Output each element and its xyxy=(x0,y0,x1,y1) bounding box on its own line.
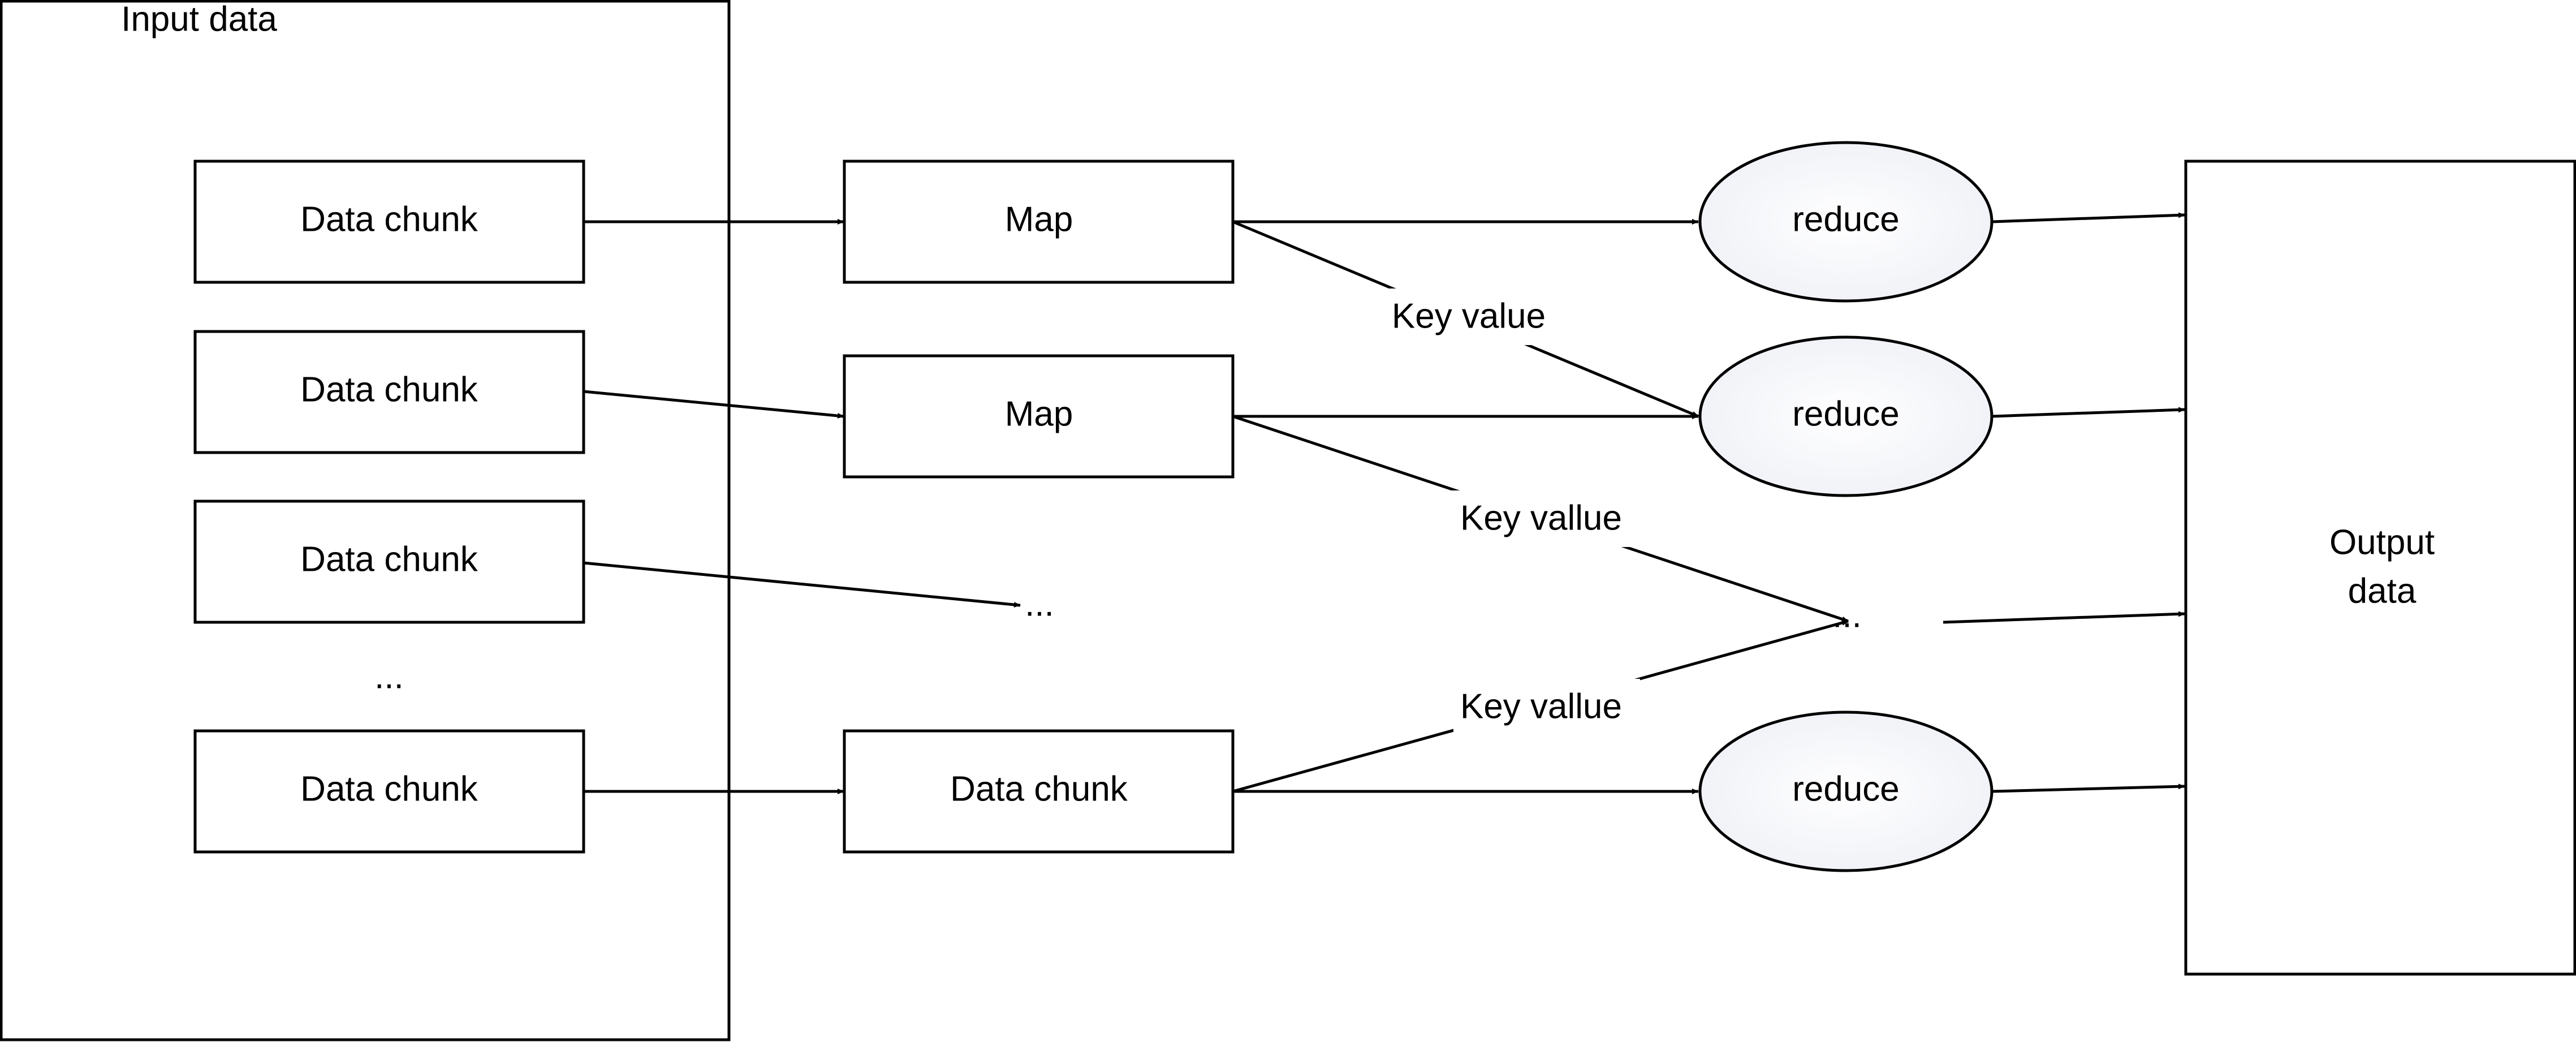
input-chunk-label-3: Data chunk xyxy=(300,540,478,579)
edge-reduce2-output xyxy=(1991,407,2185,418)
edge-reduce1-output xyxy=(1991,212,2185,223)
output-data-container xyxy=(2184,160,2576,976)
map-column: Map Map ... Data chunk xyxy=(843,160,1235,854)
edge-label-key-value-1: Key value xyxy=(1392,296,1546,335)
reduce-ellipsis: ... xyxy=(1832,596,1862,635)
input-ellipsis: ... xyxy=(374,657,404,696)
reduce-node-2 xyxy=(1698,335,1994,497)
input-chunk-label-2: Data chunk xyxy=(300,370,478,409)
reduce-label-2: reduce xyxy=(1792,394,1900,433)
reduce-label-3: reduce xyxy=(1792,769,1900,808)
input-chunks: Data chunk Data chunk Data chunk ... Dat… xyxy=(193,160,585,854)
reduce-node-1 xyxy=(1698,141,1994,303)
input-chunk-label-4: Data chunk xyxy=(300,769,478,808)
reduce-node-3 xyxy=(1698,711,1994,872)
edge-labels: Key value Key vallue Key vallue xyxy=(1380,289,1640,735)
map-chunk-box xyxy=(843,729,1235,854)
input-chunk-box-4 xyxy=(193,729,585,854)
map-label-1: Map xyxy=(1005,200,1073,239)
edge-chunk3-ellipsis xyxy=(583,561,1021,608)
edge-label-key-value-2: Key vallue xyxy=(1460,498,1622,537)
output-label-line-2: data xyxy=(2348,571,2417,610)
map-box-2 xyxy=(843,354,1235,479)
reduce-label-1: reduce xyxy=(1792,200,1900,239)
edge-reduce-ellipsis-output xyxy=(1943,611,2185,624)
map-box-1 xyxy=(843,160,1235,284)
edge-chunk2-map2 xyxy=(583,390,844,419)
input-chunk-label-1: Data chunk xyxy=(300,200,478,239)
input-chunk-box-3 xyxy=(193,500,585,624)
map-chunk-label: Data chunk xyxy=(950,769,1128,808)
input-chunk-box-1 xyxy=(193,160,585,284)
reducers: reduce reduce ... reduce xyxy=(1698,141,1994,872)
output-label: Output data xyxy=(2329,523,2435,610)
output-label-line-1: Output xyxy=(2329,523,2435,562)
edge-reduce3-output xyxy=(1991,783,2185,793)
edge-label-key-value-3: Key vallue xyxy=(1460,687,1622,726)
input-chunk-box-2 xyxy=(193,330,585,454)
input-data-label: Input data xyxy=(121,0,277,38)
map-label-2: Map xyxy=(1005,394,1073,433)
map-ellipsis: ... xyxy=(1025,584,1054,623)
